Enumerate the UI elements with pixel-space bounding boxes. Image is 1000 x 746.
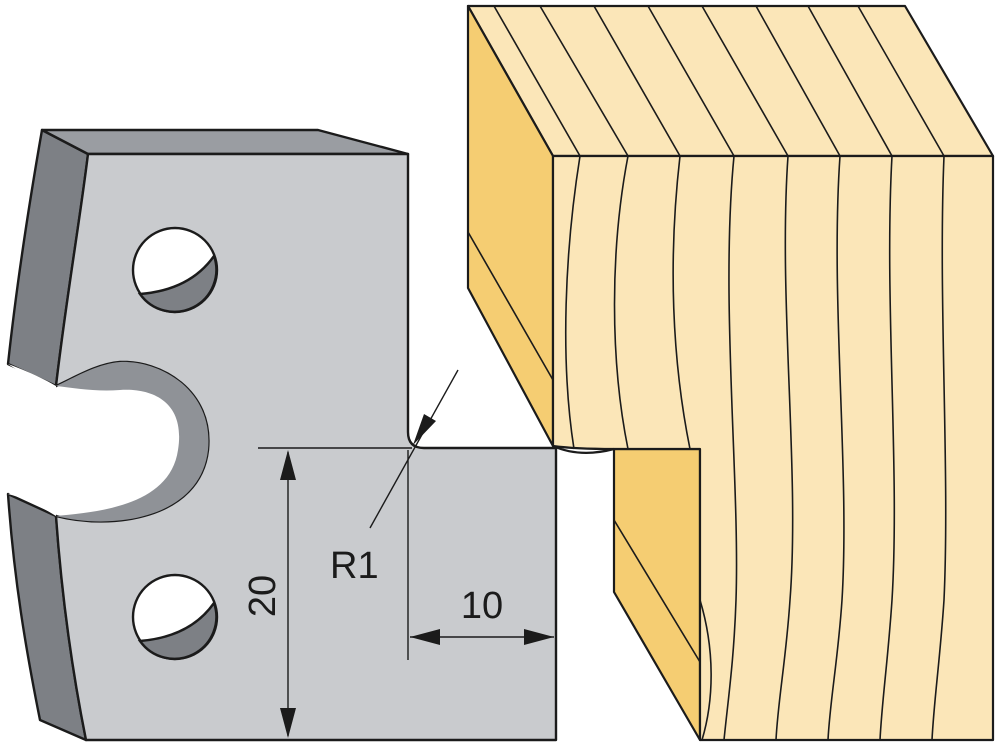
radius-arrow: [413, 414, 436, 445]
dimension-arrows: [280, 414, 554, 738]
radius-label: R1: [330, 545, 379, 587]
wood-top-face: [466, 4, 995, 158]
knife-holes: [131, 226, 219, 661]
width-label: 10: [461, 585, 503, 627]
wood-step-edge: [552, 444, 615, 454]
knife-notch-shadow: [56, 361, 209, 522]
height-arrow-bottom: [280, 708, 296, 738]
wood-side-grain: [467, 231, 701, 663]
knife-back-notch: [8, 364, 60, 516]
wood-front-grain: [564, 155, 947, 741]
knife-top-edge: [40, 128, 410, 156]
wood-top-grain: [493, 5, 945, 157]
wood-front-face: [551, 154, 995, 742]
wood-side-face-lower: [612, 447, 702, 742]
wood-workpiece: [466, 4, 995, 742]
width-arrow-right: [524, 629, 554, 645]
radius-leader-line: [369, 369, 459, 529]
width-arrow-left: [410, 629, 440, 645]
mounting-hole-upper: [131, 226, 219, 314]
height-label: 20: [242, 575, 284, 617]
mounting-hole-lower: [131, 573, 219, 661]
height-arrow-top: [280, 450, 296, 480]
